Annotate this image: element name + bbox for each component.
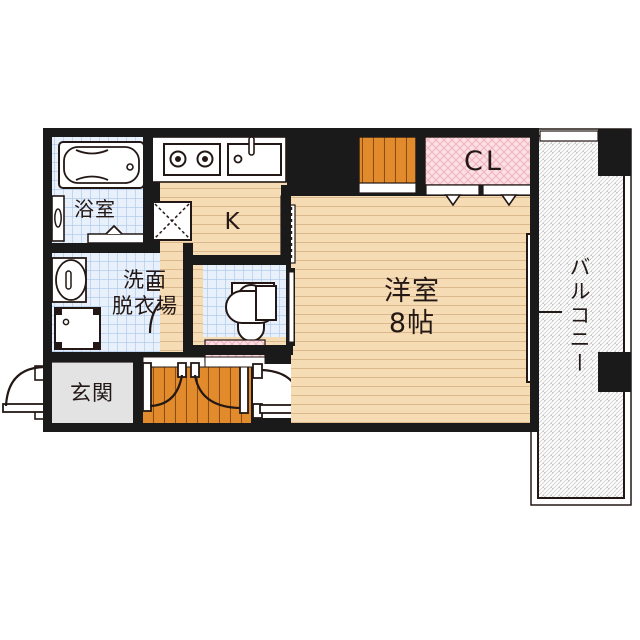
hall-door-left[interactable] [142, 362, 187, 412]
mirror-icon [51, 195, 65, 242]
top-strip [290, 136, 536, 207]
x-box-icon [152, 201, 192, 241]
shaft-block [290, 137, 353, 185]
sink-oval-icon [51, 257, 87, 303]
entrance-door[interactable] [2, 365, 46, 420]
sink-icon [227, 136, 282, 176]
toilet-icon [225, 282, 277, 342]
label-washroom-line2: 脱衣場 [112, 293, 178, 318]
balcony-area [528, 128, 632, 506]
bathtub-icon [58, 141, 145, 189]
label-main-room-line2: 8帖 [388, 307, 436, 339]
washer-icon [54, 307, 101, 350]
interior-walls [43, 128, 539, 432]
column-top [598, 129, 631, 176]
column-bottom [598, 352, 631, 392]
label-main-room: 洋室 8帖 [352, 276, 472, 340]
room-entrance [2, 361, 141, 425]
room-toilet [203, 265, 291, 342]
label-washroom-line1: 洗面 [123, 268, 167, 292]
stove-2burner-icon [163, 143, 221, 176]
closet-cl [424, 136, 536, 207]
label-washroom: 洗面 脱衣場 [95, 268, 195, 319]
label-main-room-line1: 洋室 [384, 276, 440, 307]
room-bathroom [51, 137, 151, 244]
storage-folding-door[interactable] [358, 136, 417, 194]
